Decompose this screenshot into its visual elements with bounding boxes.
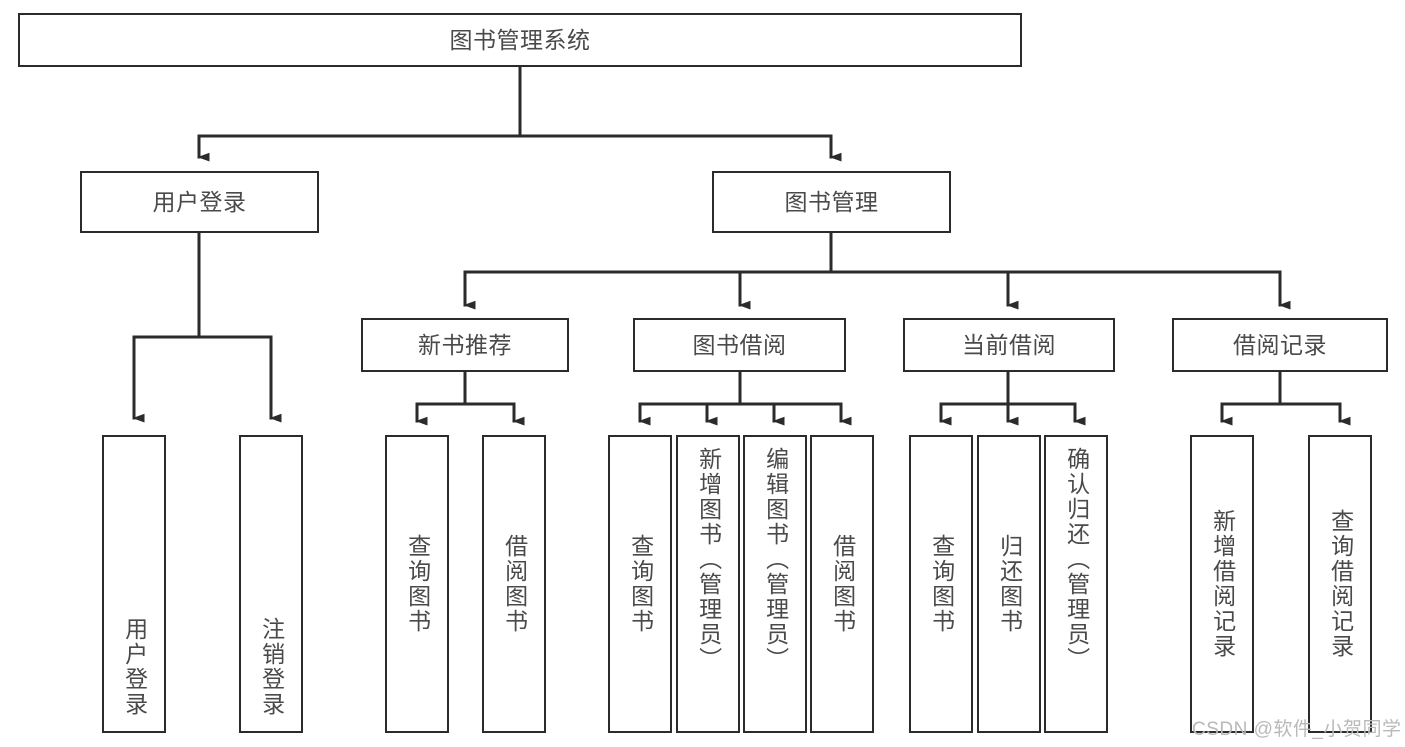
leaf-user-login-signout[interactable]: 注销登录	[239, 435, 303, 733]
node-label: 确认归还（管理员）	[1063, 447, 1090, 672]
node-label: 查询图书	[404, 534, 431, 634]
node-label: 查询图书	[928, 534, 955, 634]
leaf-records-add-record[interactable]: 新增借阅记录	[1190, 435, 1254, 733]
node-root-system[interactable]: 图书管理系统	[18, 13, 1022, 67]
node-label: 图书管理系统	[449, 26, 591, 53]
csdn-watermark: CSDN @软件_小贺同学	[1192, 719, 1402, 740]
leaf-borrow-borrow-book[interactable]: 借阅图书	[810, 435, 874, 733]
node-label: 图书管理	[784, 188, 879, 215]
node-book-borrow[interactable]: 图书借阅	[633, 318, 846, 372]
node-label: 新书推荐	[418, 331, 512, 358]
leaf-new-book-query[interactable]: 查询图书	[385, 435, 449, 733]
node-label: 当前借阅	[962, 331, 1056, 358]
node-label: 查询借阅记录	[1327, 509, 1354, 659]
node-label: 借阅记录	[1233, 331, 1327, 358]
node-current-borrow[interactable]: 当前借阅	[903, 318, 1115, 372]
leaf-user-login-signin[interactable]: 用户登录	[102, 435, 166, 733]
leaf-new-book-borrow[interactable]: 借阅图书	[482, 435, 546, 733]
leaf-borrow-add-book-admin[interactable]: 新增图书（管理员）	[676, 435, 740, 733]
leaf-borrow-edit-book-admin[interactable]: 编辑图书（管理员）	[743, 435, 807, 733]
node-label: 图书借阅	[692, 331, 787, 358]
node-label: 借阅图书	[829, 534, 856, 634]
node-label: 用户登录	[152, 188, 247, 215]
node-new-book-recommend[interactable]: 新书推荐	[361, 318, 569, 372]
node-label: 注销登录	[258, 617, 285, 717]
node-label: 编辑图书（管理员）	[762, 447, 789, 672]
leaf-current-return-book[interactable]: 归还图书	[977, 435, 1041, 733]
node-label: 借阅图书	[501, 534, 528, 634]
node-label: 查询图书	[627, 534, 654, 634]
leaf-records-query-record[interactable]: 查询借阅记录	[1308, 435, 1372, 733]
node-label: 归还图书	[996, 534, 1023, 634]
node-label: 新增借阅记录	[1209, 509, 1236, 659]
leaf-current-confirm-return-admin[interactable]: 确认归还（管理员）	[1044, 435, 1108, 733]
leaf-borrow-query-book[interactable]: 查询图书	[608, 435, 672, 733]
node-book-management[interactable]: 图书管理	[712, 171, 951, 233]
leaf-current-query-book[interactable]: 查询图书	[909, 435, 973, 733]
node-borrow-records[interactable]: 借阅记录	[1172, 318, 1388, 372]
node-label: 用户登录	[121, 617, 148, 717]
node-label: 新增图书（管理员）	[695, 447, 722, 672]
node-user-login[interactable]: 用户登录	[80, 171, 319, 233]
